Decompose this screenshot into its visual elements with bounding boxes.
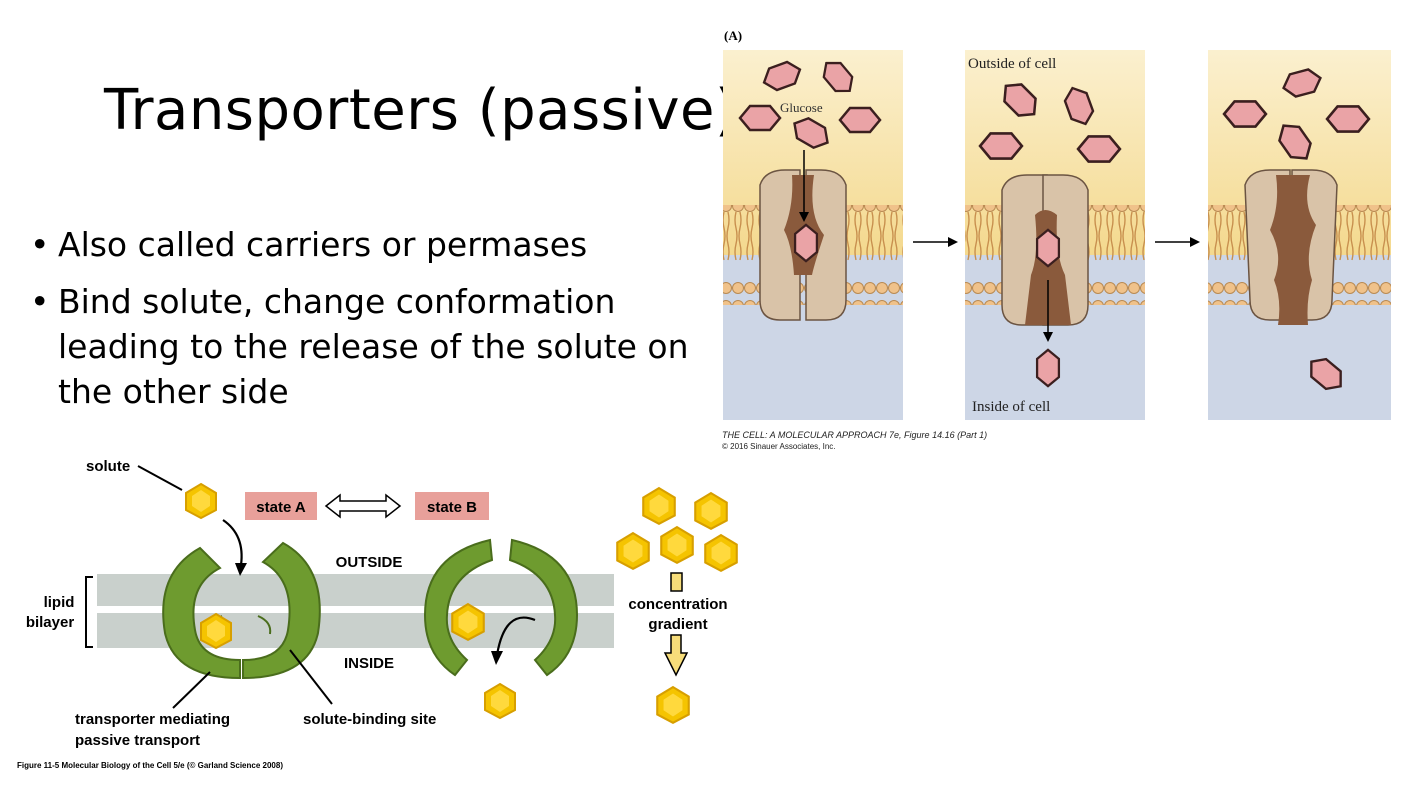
gradient-label-2: gradient (648, 616, 707, 633)
gradient-label-1: concentration (628, 596, 727, 613)
state-a-box (245, 492, 317, 520)
outside-label: OUTSIDE (336, 554, 403, 571)
solute-icon (185, 483, 217, 519)
lipid-bilayer-label-1: lipid (44, 594, 75, 611)
concentration-gradient: concentration gradient (616, 487, 738, 724)
slide-title: Transporters (passive) (104, 78, 738, 143)
transporter-state-b (423, 538, 579, 677)
bullet-text-1: Also called carriers or permases (58, 225, 588, 264)
state-b-box (415, 492, 489, 520)
figure-b: lipid bilayer solute state A state B OUT… (17, 458, 738, 770)
figure-a-panel-2: Outside of cell Inside of cell (965, 50, 1145, 420)
double-arrow (324, 493, 402, 519)
inside-label: INSIDE (344, 655, 394, 672)
solute-inside (484, 683, 516, 719)
figure-a: (A) Glucose (722, 28, 1391, 451)
panel-label: (A) (724, 28, 742, 43)
binding-site-label: solute-binding site (303, 711, 436, 728)
state-b-label: state B (427, 499, 477, 516)
solute-label: solute (86, 458, 130, 475)
figure-a-panel-1: Glucose (723, 50, 903, 420)
outside-cell-label: Outside of cell (968, 56, 1056, 72)
lipid-bilayer-label-2: bilayer (26, 614, 75, 631)
bullet-item: •Also called carriers or permases (30, 225, 588, 264)
inside-cell-label: Inside of cell (972, 399, 1050, 415)
transporter-state-a (162, 541, 321, 680)
bullet-list: •Also called carriers or permases •Bind … (30, 222, 690, 426)
glucose-label: Glucose (780, 100, 823, 115)
figure-a-panel-3 (1208, 50, 1391, 420)
bullet-text-2: Bind solute, change conformation leading… (58, 282, 689, 411)
transporter-label-2: passive transport (75, 732, 200, 749)
transporter-label-1: transporter mediating (75, 711, 230, 728)
bullet-item: •Bind solute, change conformation leadin… (30, 282, 689, 411)
figure-a-copyright: © 2016 Sinauer Associates, Inc. (722, 442, 836, 451)
figure-b-caption: Figure 11-5 Molecular Biology of the Cel… (17, 761, 283, 770)
state-a-label: state A (256, 499, 306, 516)
solute-released-site (451, 603, 485, 641)
figure-a-caption: THE CELL: A MOLECULAR APPROACH 7e, Figur… (722, 430, 987, 440)
